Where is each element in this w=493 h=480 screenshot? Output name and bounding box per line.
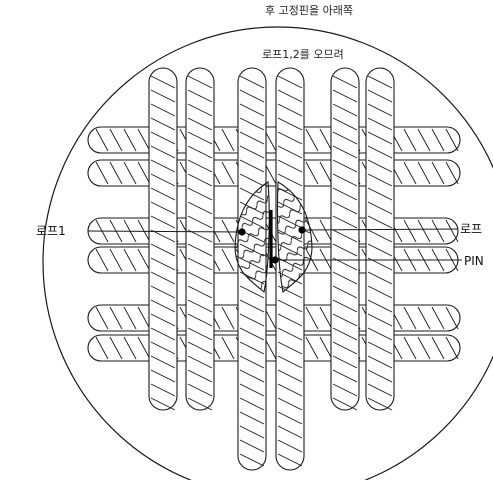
label-rope1: 로프1: [36, 224, 66, 238]
rope-h5: [87, 304, 461, 332]
view-circle: [42, 26, 493, 480]
rope-h2: [87, 159, 461, 187]
note-text-line2: 로프1,2를 오므려: [262, 48, 344, 61]
left-strand: [234, 181, 270, 294]
rope-v2: [185, 67, 215, 411]
center-bundle: [234, 181, 313, 294]
rope-h1: [87, 126, 461, 154]
label-rope2: 로프: [460, 222, 482, 236]
label-pin: PIN: [464, 254, 484, 268]
rope-v5: [330, 67, 360, 411]
rope2-leader: [301, 228, 459, 231]
rope-weave: [87, 67, 461, 471]
rope-v1: [148, 67, 178, 411]
rope-h6: [87, 334, 461, 362]
right-strand: [276, 181, 313, 294]
rope1-leader: [87, 230, 243, 233]
rope-v6: [365, 67, 395, 411]
note-text-line1: 후 고정핀을 아래쪽: [265, 4, 353, 17]
